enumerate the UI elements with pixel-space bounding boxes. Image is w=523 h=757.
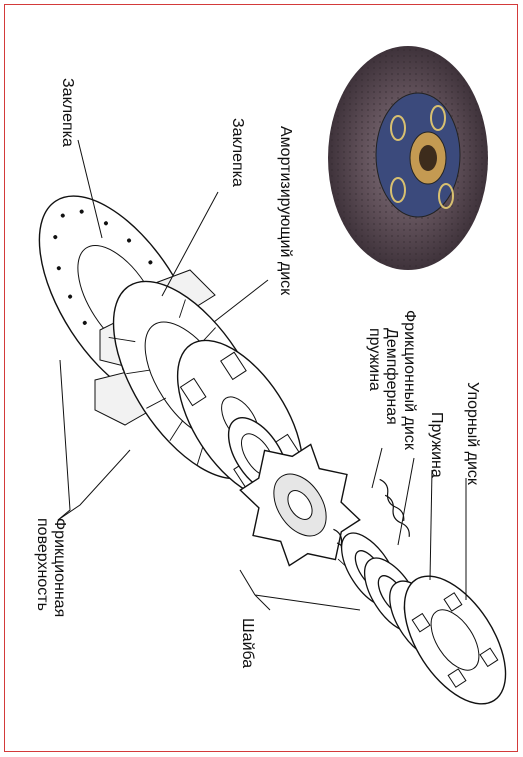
thrust-disc <box>403 575 507 705</box>
clutch-disc-photo <box>328 46 488 270</box>
label-friction-disc: Фрикционный диск <box>401 310 418 450</box>
label-rivet-1: Заклепка <box>59 78 76 147</box>
label-washer: Шайба <box>239 618 256 669</box>
label-damper-disc: Амортизирующий диск <box>277 126 294 296</box>
label-rivet-2: Заклепка <box>229 118 246 187</box>
leader-lines <box>57 139 467 611</box>
center-hub <box>239 443 361 567</box>
label-spring: Пружина <box>428 412 445 478</box>
label-friction-surface: Фрикционная поверхность <box>34 518 68 618</box>
page-border <box>4 4 518 752</box>
label-damper-spring: Демпферная пружина <box>366 328 400 425</box>
label-thrust-disc: Упорный диск <box>464 382 481 485</box>
